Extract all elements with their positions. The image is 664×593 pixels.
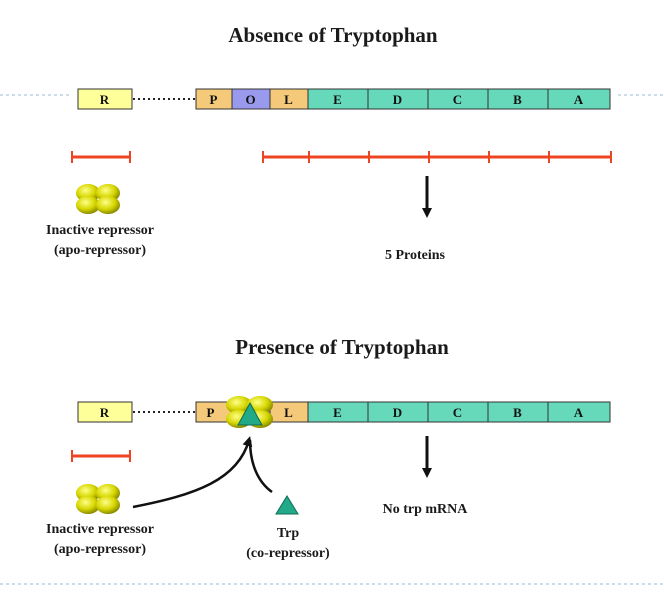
bottom-repressor-transcript <box>71 450 131 462</box>
bottom-segment-label-d: D <box>393 405 403 420</box>
free-trp-triangle <box>275 495 299 515</box>
bottom-segment-label-b: B <box>513 405 523 420</box>
bottom-result-label: No trp mRNA <box>383 502 469 517</box>
top-title: Absence of Tryptophan <box>228 23 438 47</box>
top-polycistronic-mrna <box>262 151 612 163</box>
trp-sublabel: (co-repressor) <box>246 546 330 561</box>
bottom-title: Presence of Tryptophan <box>235 335 449 359</box>
top-inactive-repressor-shape <box>76 184 120 214</box>
bottom-repressor-label: Inactive repressor <box>46 522 154 537</box>
top-segment-label-o: O <box>245 92 256 107</box>
top-segment-label-c: C <box>453 92 463 107</box>
top-segment-label-d: D <box>393 92 403 107</box>
bottom-segment-label-c: C <box>453 405 463 420</box>
top-segment-label-e: E <box>333 92 343 107</box>
bound-trp-triangle <box>237 401 263 426</box>
top-repressor-label: Inactive repressor <box>46 223 154 238</box>
top-segment-label-r: R <box>100 92 110 107</box>
top-segment-label-a: A <box>574 92 584 107</box>
bottom-gene-a <box>547 401 611 423</box>
bottom-segment-label-r: R <box>100 405 110 420</box>
trp-label: Trp <box>277 526 300 541</box>
top-repressor-sublabel: (apo-repressor) <box>54 243 146 258</box>
top-repressor-transcript <box>71 151 131 163</box>
bottom-segment-label-l: L <box>284 405 294 420</box>
top-gene-map: R P O L E D C B A <box>77 88 611 110</box>
bottom-regulator-gene <box>77 401 133 423</box>
top-regulator-gene <box>77 88 133 110</box>
repressor-binding-arrow <box>132 436 253 509</box>
top-segment-label-p: P <box>210 92 219 107</box>
top-gene-a <box>547 88 611 110</box>
top-segment-label-l: L <box>284 92 294 107</box>
trp-binding-arrow <box>248 439 273 494</box>
bottom-gene-map: R P L E D C B A <box>77 401 611 423</box>
bottom-segment-label-e: E <box>333 405 343 420</box>
top-result-label: 5 Proteins <box>385 248 446 263</box>
bottom-segment-label-a: A <box>574 405 584 420</box>
bottom-segment-label-p: P <box>207 405 216 420</box>
bottom-inactive-repressor-shape <box>76 484 120 514</box>
top-segment-label-b: B <box>513 92 523 107</box>
bottom-repressor-sublabel: (apo-repressor) <box>54 542 146 557</box>
bottom-active-repressor-on-operator <box>226 396 273 428</box>
